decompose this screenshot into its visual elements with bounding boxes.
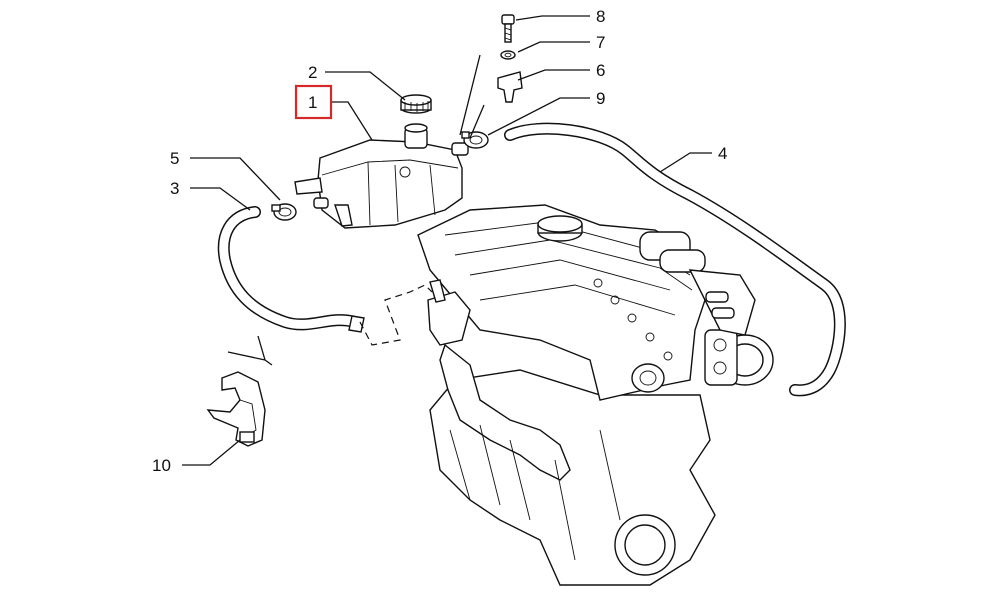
callout-5: 5 xyxy=(170,149,179,168)
callout-4: 4 xyxy=(718,144,727,163)
hose-part-4 xyxy=(504,122,846,397)
callout-1: 1 xyxy=(308,93,317,112)
filler-cap-part xyxy=(400,94,432,114)
hose-clamp-part-9 xyxy=(461,131,489,149)
engine-block xyxy=(417,204,774,586)
expansion-tank-part xyxy=(294,123,469,229)
highlight-box-part-1 xyxy=(294,84,333,120)
sensor-part-6 xyxy=(497,71,523,103)
callout-10: 10 xyxy=(152,456,171,475)
bracket-part-10 xyxy=(206,371,266,447)
callout-2: 2 xyxy=(308,63,317,82)
callout-9: 9 xyxy=(596,89,605,108)
callout-7: 7 xyxy=(596,33,605,52)
hose-part-3 xyxy=(217,206,365,333)
callout-8: 8 xyxy=(596,7,605,26)
callout-3: 3 xyxy=(170,179,179,198)
bolt-part-8 xyxy=(501,14,515,43)
hose-routing-dashed-line xyxy=(359,284,433,346)
callout-6: 6 xyxy=(596,61,605,80)
washer-part-7 xyxy=(500,50,516,60)
bracket-indicator-lines xyxy=(227,335,273,366)
assembly-indicator-lines xyxy=(459,54,485,139)
leader-lines xyxy=(182,15,712,466)
hose-clamp-part-5 xyxy=(271,203,297,221)
